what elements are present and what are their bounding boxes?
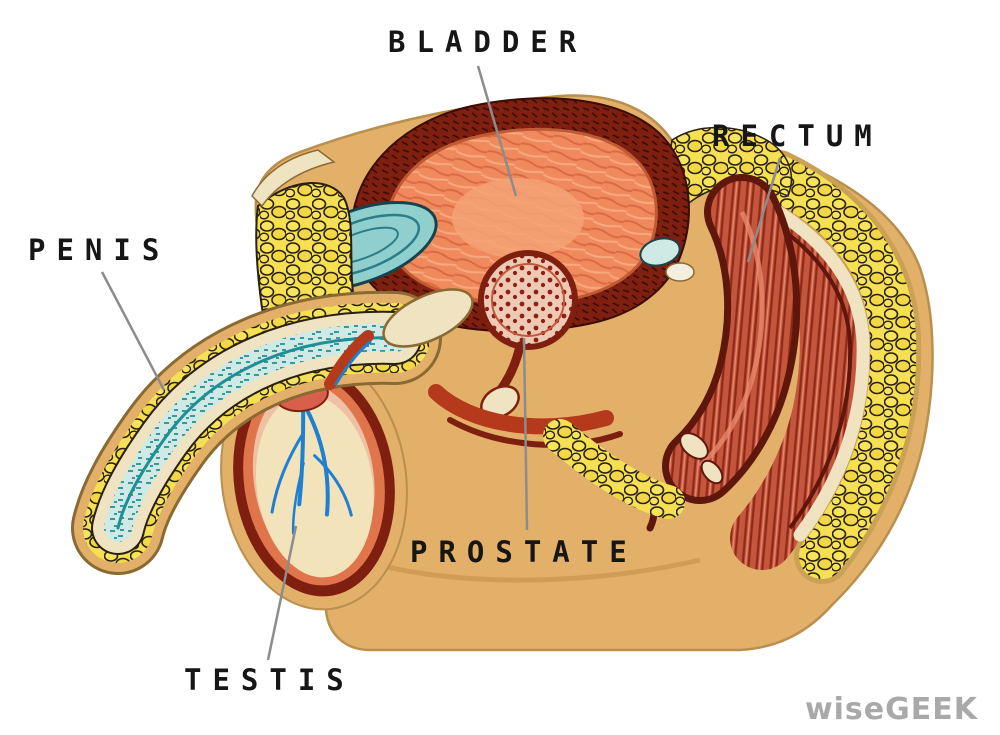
leader-line-testis: [266, 525, 298, 661]
pubic-bone: [382, 288, 474, 348]
leader-line-rectum: [746, 157, 782, 263]
spermatic-vessel: [334, 340, 372, 386]
label-prostate: PROSTATE: [410, 535, 638, 569]
label-bladder: BLADDER: [388, 25, 588, 59]
leader-line-bladder: [476, 65, 518, 197]
prostate-shape: [478, 250, 578, 350]
perineal-fat: [543, 419, 685, 519]
label-rectum: RECTUM: [712, 119, 883, 153]
bladder-trigone: [452, 178, 584, 258]
leader-line-penis: [100, 271, 166, 391]
label-penis: PENIS: [28, 233, 171, 267]
pelvic-floor-line: [447, 417, 623, 448]
posterior-cream-strip: [741, 188, 870, 542]
watermark-wisegeek: wiseGEEK: [804, 692, 978, 727]
posterior-dark-line: [736, 200, 853, 530]
cut-edge-top-left: [251, 149, 336, 208]
penis-shaft: [71, 290, 442, 575]
pelvic-floor-muscle: [428, 384, 614, 435]
label-testis: TESTIS: [184, 663, 355, 697]
testis-vessels: [270, 400, 353, 535]
leader-lines: [100, 65, 782, 661]
coccyx-bone-1: [679, 432, 709, 460]
coccyx-bone-2: [700, 459, 724, 485]
vesicle-accent: [639, 237, 681, 267]
leader-line-prostate: [522, 337, 529, 531]
posterior-fat-band: [755, 155, 917, 579]
testis-shape: [220, 349, 408, 611]
spermatic-cord: [324, 330, 374, 390]
bone-accent: [665, 262, 695, 282]
rectum-shape: [662, 174, 801, 504]
